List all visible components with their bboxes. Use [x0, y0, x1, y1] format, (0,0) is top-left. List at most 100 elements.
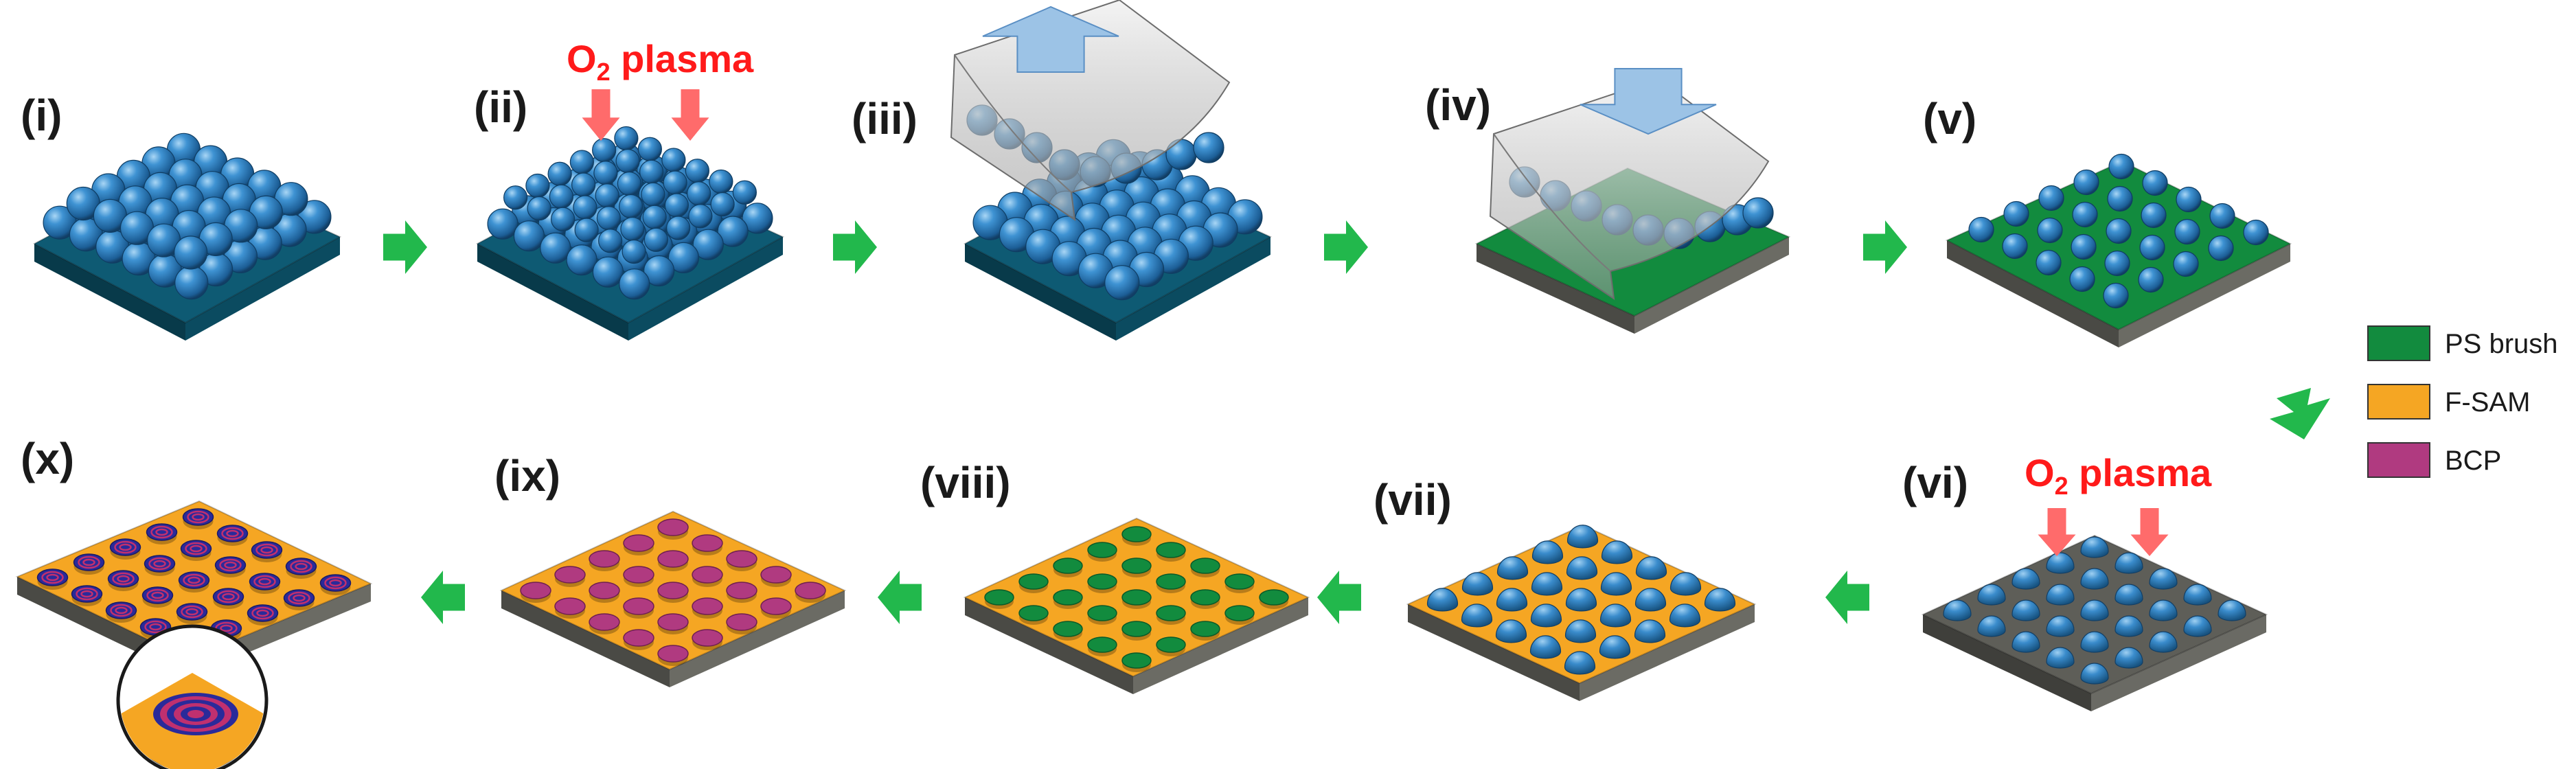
sphere — [2142, 170, 2168, 196]
sphere — [2103, 282, 2129, 309]
ring — [226, 529, 239, 538]
sphere — [569, 150, 594, 174]
pdms-stamp-iii-edge — [954, 54, 1072, 193]
sphere — [574, 218, 599, 242]
dome — [1635, 556, 1667, 580]
dome — [2115, 552, 2143, 574]
step-label-i: (i) — [21, 91, 62, 140]
ring — [295, 562, 308, 571]
dome — [1531, 540, 1564, 564]
step-label-vii: (vii) — [1374, 475, 1452, 525]
ring — [260, 546, 273, 554]
ps-dot — [1087, 573, 1117, 590]
substrate-vii-side-left — [1408, 604, 1580, 701]
sphere — [643, 255, 675, 287]
ring — [220, 624, 233, 632]
sphere — [2174, 218, 2200, 245]
ring — [119, 543, 132, 551]
ring — [192, 513, 205, 521]
sphere — [573, 195, 597, 220]
ring — [146, 588, 169, 602]
dome — [1496, 588, 1528, 612]
step-label-vi: (vi) — [1902, 458, 1968, 507]
dome — [1634, 619, 1666, 643]
sphere — [598, 229, 623, 253]
sphere — [2073, 169, 2099, 196]
bcp-pad — [554, 566, 586, 584]
dome — [1461, 572, 1494, 596]
dome — [2011, 631, 2040, 653]
legend: PS brush F-SAM BCP — [2367, 325, 2558, 478]
ps-dot — [1259, 589, 1289, 606]
step-label-ix: (ix) — [494, 451, 560, 501]
sphere — [2108, 153, 2134, 180]
dome — [1600, 572, 1632, 596]
substrate-ix-side-left — [501, 590, 670, 687]
sphere — [2106, 218, 2132, 244]
sphere — [732, 180, 757, 205]
legend-swatch-ps-brush — [2367, 325, 2430, 361]
ring — [155, 528, 168, 536]
bcp-pad — [520, 582, 551, 599]
ps-dot — [1018, 573, 1049, 590]
ps-dot — [1156, 605, 1186, 621]
sphere — [595, 183, 619, 208]
dome — [2080, 631, 2109, 653]
legend-swatch-f-sam — [2367, 384, 2430, 420]
sphere — [551, 207, 575, 231]
substrate-iii-side-left — [965, 244, 1116, 341]
step-label-ii: (ii) — [474, 82, 527, 132]
sphere — [709, 169, 733, 194]
sphere — [637, 137, 662, 161]
dome — [1495, 619, 1527, 643]
legend-swatch-bcp — [2367, 442, 2430, 478]
bcp-pad — [760, 597, 792, 615]
plasma-arrow-vi-left — [2038, 508, 2076, 556]
dome — [2080, 568, 2109, 590]
ring — [150, 525, 173, 539]
ps-dot — [1156, 573, 1186, 590]
sphere — [620, 216, 645, 242]
ring — [253, 575, 276, 588]
substrate-iii-side-right — [1116, 237, 1270, 341]
process-panels — [15, 0, 2292, 769]
zoom-ring — [187, 710, 204, 718]
sphere — [685, 159, 709, 183]
step-label-iii: (iii) — [852, 94, 917, 144]
ring — [290, 560, 312, 573]
sphere — [1968, 216, 1994, 243]
ring — [222, 593, 235, 601]
substrate-vi-side-right — [2091, 615, 2266, 711]
dome — [1564, 619, 1597, 643]
dome — [1426, 588, 1459, 612]
step-label-viii: (viii) — [920, 458, 1011, 507]
dome — [1529, 635, 1562, 659]
sphere — [513, 220, 545, 252]
sphere — [2037, 217, 2063, 244]
dome — [1977, 615, 2006, 637]
dome — [2115, 615, 2143, 637]
ring — [114, 540, 137, 554]
sphere — [664, 193, 689, 218]
dome — [1669, 604, 1701, 628]
sphere — [2069, 266, 2095, 292]
ps-dot — [1190, 558, 1220, 574]
panel-iv — [1474, 68, 1791, 334]
ring — [185, 608, 198, 616]
dome — [1564, 651, 1596, 675]
ring — [293, 594, 306, 602]
flow-arrow-1 — [383, 220, 427, 274]
sphere — [2071, 233, 2097, 260]
sphere — [710, 192, 735, 217]
sphere — [540, 232, 571, 264]
sphere — [2036, 249, 2062, 276]
sphere — [592, 256, 624, 288]
bcp-pad — [657, 613, 689, 631]
ps-dot — [1224, 605, 1255, 621]
sphere — [622, 239, 646, 264]
dome — [2149, 631, 2178, 653]
dome — [2011, 568, 2040, 590]
ps-dot — [1087, 605, 1117, 621]
sphere-picked — [1193, 132, 1224, 163]
panel-viii — [963, 517, 1310, 694]
